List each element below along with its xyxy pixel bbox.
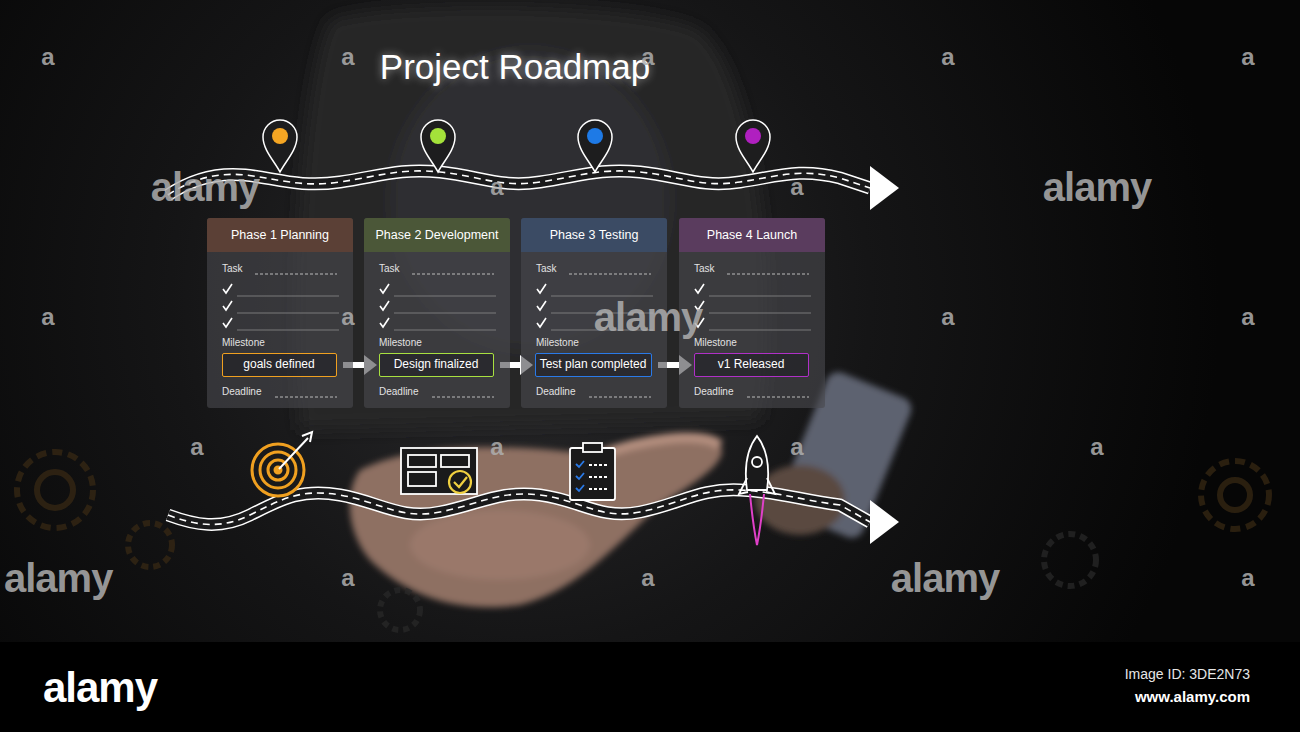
dark-ground [0,0,1300,642]
watermark: a [490,173,503,201]
watermark: alamy [4,555,112,601]
field-label: Task [379,263,400,275]
milestone-box: goals defined [222,353,337,377]
phase-card: Phase 1 PlanningTaskMilestoneDeadline goa… [207,218,353,408]
watermark: alamy [43,664,157,712]
field-label: Milestone [379,337,422,349]
phase-heading: Phase 2 Development [376,228,499,242]
watermark: alamy [1043,164,1151,210]
top-road [168,166,899,210]
image-id-text: Image ID: 3DE2N73 [1125,666,1250,682]
watermark: a [790,173,803,201]
watermark: alamy [891,555,999,601]
field-label: Deadline [536,386,575,398]
watermark: a [790,433,803,461]
field-label: Milestone [222,337,265,349]
watermark: a [941,303,954,331]
milestone-box: v1 Released [694,353,809,377]
watermark: a [1090,433,1103,461]
diagram-title: Project Roadmap [380,47,650,87]
field-label: Deadline [694,386,733,398]
field-label: Task [222,263,243,275]
card-task-lines [364,218,510,408]
faint-gears [17,452,1269,630]
watermark: a [1241,303,1254,331]
image-id-text: www.alamy.com [1135,688,1250,705]
phase-heading: Phase 3 Testing [550,228,639,242]
milestone-box: Design finalized [379,353,494,377]
watermark: alamy [594,294,702,340]
field-label: Milestone [536,337,579,349]
watermark: a [641,43,654,71]
phase-card: Phase 2 DevelopmentTaskMilestoneDeadline… [364,218,510,408]
clipboard-icon [570,443,615,500]
open-hand [350,438,722,608]
milestone-text: goals defined [243,358,314,372]
watermark: a [341,303,354,331]
watermark: a [941,43,954,71]
watermark: a [1241,43,1254,71]
card-task-lines [207,218,353,408]
watermark: a [1241,564,1254,592]
field-label: Task [694,263,715,275]
bottom-bar [0,642,1300,732]
location-pins [263,120,770,172]
watermark: a [190,433,203,461]
milestone-text: Test plan completed [540,358,647,372]
watermark: a [341,43,354,71]
milestone-text: v1 Released [718,358,785,372]
watermark: a [341,564,354,592]
design-board-icon [401,448,477,494]
phase-heading: Phase 4 Launch [707,228,797,242]
field-label: Deadline [379,386,418,398]
watermark: a [641,564,654,592]
field-label: Task [536,263,557,275]
bottom-road [168,490,899,544]
watermark: a [490,433,503,461]
watermark: alamy [151,164,259,210]
phase-heading: Phase 1 Planning [231,228,329,242]
milestone-text: Design finalized [394,358,479,372]
watermark: a [41,303,54,331]
rocket-icon [739,436,775,545]
milestone-box: Test plan completed [535,353,652,377]
watermark: a [41,43,54,71]
target-icon [252,432,312,496]
field-label: Deadline [222,386,261,398]
